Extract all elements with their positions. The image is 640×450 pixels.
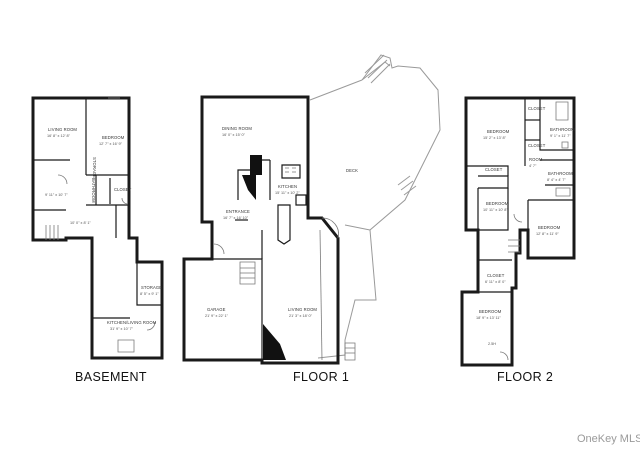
floor2-bedroom-2-label: BEDROOM bbox=[486, 201, 509, 206]
floor2-laundry-dim: 4' 7" bbox=[529, 164, 537, 168]
floor1-entrance-label: ENTRANCE bbox=[226, 209, 250, 214]
floor2-bathroom-1-dim: 9' 1" x 11' 7" bbox=[550, 134, 571, 138]
floor2-closet-4-dim: 6' 11" x 8' 0" bbox=[485, 280, 506, 284]
floor1-deck-label: DECK bbox=[346, 168, 358, 173]
basement-kitchen-living-label: KITCHEN/LIVING ROOM bbox=[107, 320, 157, 325]
floor2-bathroom-2-label: BATHROOM bbox=[548, 171, 573, 176]
basement-room-b-dim: 10' 0" x 8' 1" bbox=[70, 221, 91, 225]
floor2-bedroom-4-dim: 18' 9" x 13' 11" bbox=[476, 316, 501, 320]
floor1-living-room-label: LIVING ROOM bbox=[288, 307, 317, 312]
floor2-bedroom-2-dim: 10' 11" x 10' 8" bbox=[483, 208, 508, 212]
basement-closet-label: CLOSET bbox=[114, 187, 132, 192]
floor1-dining-room-label: DINING ROOM bbox=[222, 126, 252, 131]
floor1-garage-label: GARAGE bbox=[207, 307, 226, 312]
floor1-kitchen-dim: 15' 11" x 10' 2" bbox=[275, 191, 300, 195]
floor2-bedroom-1-label: BEDROOM bbox=[487, 129, 510, 134]
floor1-title: FLOOR 1 bbox=[293, 370, 349, 384]
basement-room-a-dim: 9' 11" x 10' 7" bbox=[45, 193, 68, 197]
floor2-title: FLOOR 2 bbox=[497, 370, 553, 384]
floor2-bathroom-2-dim: 8' 4" x 4' 7" bbox=[547, 178, 566, 182]
floor1-plan: DINING ROOM 16' 0" x 15' 0" DECK KITCHEN… bbox=[182, 54, 441, 384]
floor1-garage-dim: 21' 9" x 22' 1" bbox=[205, 314, 229, 318]
floor2-laundry-label: ROOM bbox=[529, 157, 543, 162]
basement-bathroom-label: BATHROOM bbox=[91, 178, 96, 203]
floor2-closet-1-label: CLOSET bbox=[528, 106, 546, 111]
floor2-bedroom-3-label: BEDROOM bbox=[538, 225, 561, 230]
floor1-entrance-dim: 16' 7" x 16' 10" bbox=[223, 216, 249, 220]
floor2-closet-3-label: CLOSET bbox=[485, 167, 503, 172]
basement-plan: LIVING ROOM 16' 8" x 12' 8" BEDROOM 12' … bbox=[31, 96, 164, 384]
floor1-dining-room-dim: 16' 0" x 15' 0" bbox=[222, 133, 246, 137]
basement-bedroom-dim: 12' 7" x 16' 9" bbox=[99, 142, 123, 146]
floor2-bathroom-1-label: BATHROOM bbox=[550, 127, 575, 132]
watermark: OneKey MLS bbox=[577, 433, 640, 445]
floor2-plan: BEDROOM 15' 2" x 13' 8" CLOSET BATHROOM … bbox=[460, 96, 576, 384]
floor1-living-room-dim: 21' 3" x 18' 0" bbox=[289, 314, 313, 318]
basement-storage-label: STORAGE bbox=[141, 285, 162, 290]
basement-title: BASEMENT bbox=[75, 370, 147, 384]
floor2-closet-4-label: CLOSET bbox=[487, 273, 505, 278]
basement-kitchen-living-dim: 31' 9" x 10' 7" bbox=[110, 327, 134, 331]
basement-living-room-label: LIVING ROOM bbox=[48, 127, 77, 132]
basement-storage-small-label: STORAGE bbox=[92, 157, 97, 178]
basement-living-room-dim: 16' 8" x 12' 8" bbox=[47, 134, 71, 138]
floor2-note-label: 2.5H bbox=[488, 342, 496, 346]
floor2-bedroom-4-label: BEDROOM bbox=[479, 309, 502, 314]
floor2-closet-2-label: CLOSET bbox=[528, 143, 546, 148]
basement-bedroom-label: BEDROOM bbox=[102, 135, 125, 140]
floor2-bedroom-1-dim: 15' 2" x 13' 8" bbox=[483, 136, 507, 140]
basement-storage-dim: 8' 5" x 9' 1" bbox=[140, 292, 159, 296]
floor1-kitchen-label: KITCHEN bbox=[278, 184, 297, 189]
floor2-bedroom-3-dim: 12' 8" x 11' 9" bbox=[536, 232, 559, 236]
